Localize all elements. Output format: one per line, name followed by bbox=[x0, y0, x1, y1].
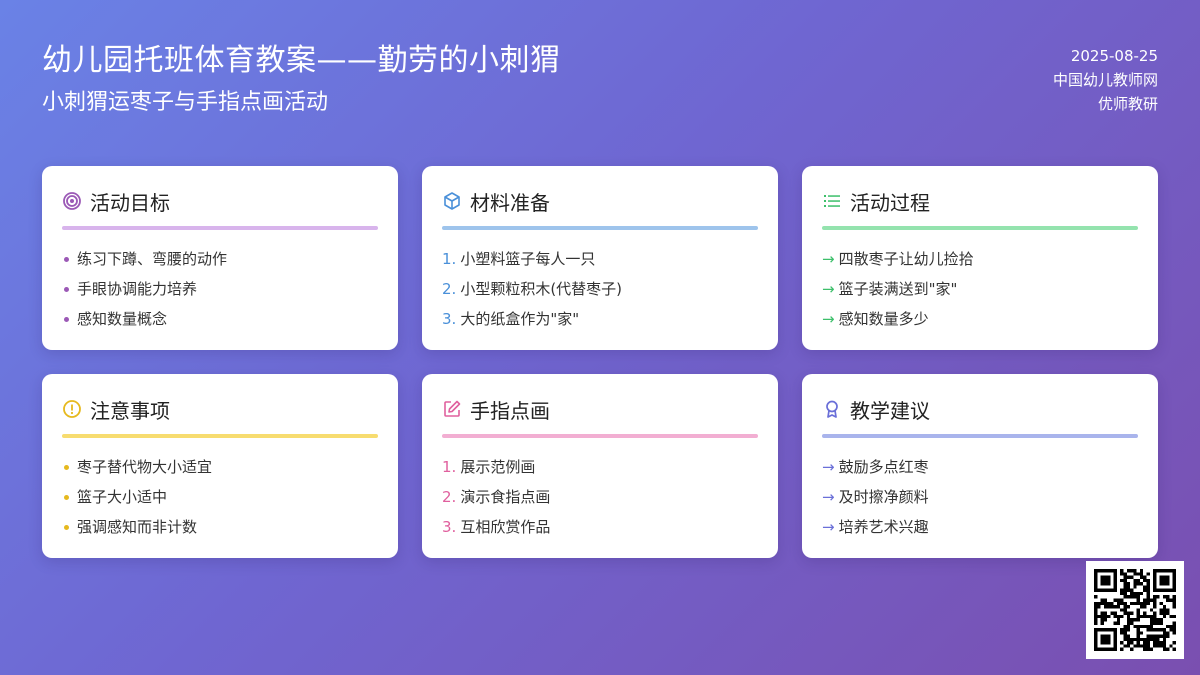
list-item: 3.大的纸盒作为"家" bbox=[442, 310, 580, 328]
card-precautions: 注意事项 枣子替代物大小适宜 篮子大小适中 强调感知而非计数 bbox=[42, 374, 398, 558]
card-title: 材料准备 bbox=[470, 190, 550, 215]
page-title: 幼儿园托班体育教案——勤劳的小刺猬 bbox=[42, 43, 561, 78]
card-list: →四散枣子让幼儿捡拾 →篮子装满送到"家" →感知数量多少 bbox=[822, 244, 1138, 334]
meta-info: 2025-08-25 中国幼儿教师网 优师教研 bbox=[1053, 44, 1158, 116]
card-list: 1.展示范例画 2.演示食指点画 3.互相欣赏作品 bbox=[442, 452, 758, 542]
category-label: 优师教研 bbox=[1097, 95, 1158, 113]
qr-code-icon bbox=[1086, 561, 1184, 659]
list-item: 3.互相欣赏作品 bbox=[442, 518, 551, 536]
card-list: 1.小塑料篮子每人一只 2.小型颗粒积木(代替枣子) 3.大的纸盒作为"家" bbox=[442, 244, 758, 334]
card-accent-bar bbox=[442, 226, 758, 230]
card-activity-process: 活动过程 →四散枣子让幼儿捡拾 →篮子装满送到"家" →感知数量多少 bbox=[802, 166, 1158, 350]
list-item: 手眼协调能力培养 bbox=[62, 274, 378, 304]
card-title: 教学建议 bbox=[850, 398, 930, 423]
card-title: 注意事项 bbox=[90, 398, 170, 423]
list-item: 2.小型颗粒积木(代替枣子) bbox=[442, 280, 623, 298]
card-accent-bar bbox=[62, 226, 378, 230]
list-item: →培养艺术兴趣 bbox=[822, 518, 929, 536]
list-item: 2.演示食指点画 bbox=[442, 488, 551, 506]
edit-icon bbox=[442, 399, 462, 419]
target-icon bbox=[62, 191, 82, 211]
alert-circle-icon bbox=[62, 399, 82, 419]
card-finger-painting: 手指点画 1.展示范例画 2.演示食指点画 3.互相欣赏作品 bbox=[422, 374, 778, 558]
list-item: →鼓励多点红枣 bbox=[822, 458, 929, 476]
card-title: 手指点画 bbox=[470, 398, 550, 423]
card-list: →鼓励多点红枣 →及时擦净颜料 →培养艺术兴趣 bbox=[822, 452, 1138, 542]
list-item: 1.小塑料篮子每人一只 bbox=[442, 250, 596, 268]
list-item: 枣子替代物大小适宜 bbox=[62, 452, 378, 482]
card-accent-bar bbox=[822, 434, 1138, 438]
card-accent-bar bbox=[62, 434, 378, 438]
card-materials: 材料准备 1.小塑料篮子每人一只 2.小型颗粒积木(代替枣子) 3.大的纸盒作为… bbox=[422, 166, 778, 350]
card-title: 活动目标 bbox=[90, 190, 170, 215]
list-item: →及时擦净颜料 bbox=[822, 488, 929, 506]
source-label: 中国幼儿教师网 bbox=[1052, 71, 1158, 89]
award-icon bbox=[822, 399, 842, 419]
card-list: 练习下蹲、弯腰的动作 手眼协调能力培养 感知数量概念 bbox=[62, 244, 378, 334]
list-item: 1.展示范例画 bbox=[442, 458, 536, 476]
list-item: 强调感知而非计数 bbox=[62, 512, 378, 542]
header: 幼儿园托班体育教案——勤劳的小刺猬 小刺猬运枣子与手指点画活动 bbox=[42, 40, 561, 118]
card-activity-goals: 活动目标 练习下蹲、弯腰的动作 手眼协调能力培养 感知数量概念 bbox=[42, 166, 398, 350]
card-grid: 活动目标 练习下蹲、弯腰的动作 手眼协调能力培养 感知数量概念 材料准备 1.小… bbox=[42, 166, 1158, 558]
cube-icon bbox=[442, 191, 462, 211]
card-list: 枣子替代物大小适宜 篮子大小适中 强调感知而非计数 bbox=[62, 452, 378, 542]
list-item: →感知数量多少 bbox=[822, 310, 929, 328]
date-label: 2025-08-25 bbox=[1070, 47, 1158, 65]
card-title: 活动过程 bbox=[850, 190, 930, 215]
list-item: 感知数量概念 bbox=[62, 304, 378, 334]
list-icon bbox=[822, 191, 842, 211]
card-accent-bar bbox=[822, 226, 1138, 230]
card-teaching-tips: 教学建议 →鼓励多点红枣 →及时擦净颜料 →培养艺术兴趣 bbox=[802, 374, 1158, 558]
list-item: 练习下蹲、弯腰的动作 bbox=[62, 244, 378, 274]
list-item: 篮子大小适中 bbox=[62, 482, 378, 512]
list-item: →四散枣子让幼儿捡拾 bbox=[822, 250, 974, 268]
page-subtitle: 小刺猬运枣子与手指点画活动 bbox=[42, 90, 329, 115]
card-accent-bar bbox=[442, 434, 758, 438]
list-item: →篮子装满送到"家" bbox=[822, 280, 958, 298]
